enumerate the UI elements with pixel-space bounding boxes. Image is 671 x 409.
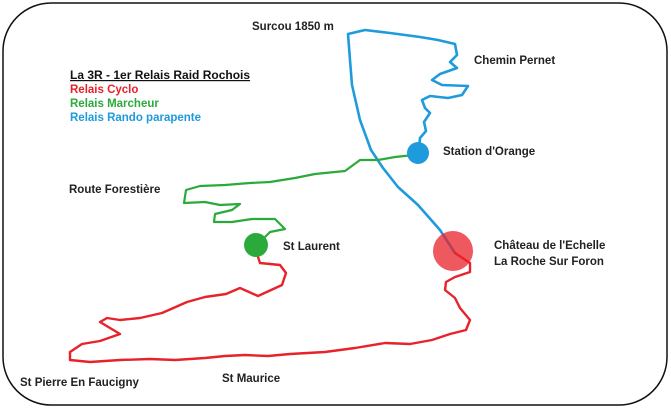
chateau-marker <box>433 231 473 271</box>
label-station-orange: Station d'Orange <box>443 146 535 158</box>
legend-item-cyclo: Relais Cyclo <box>70 84 138 96</box>
label-st-laurent: St Laurent <box>283 241 340 253</box>
legend-item-parapente: Relais Rando parapente <box>70 112 201 124</box>
label-chemin-pernet: Chemin Pernet <box>474 55 555 67</box>
parapente-route <box>346 28 470 255</box>
legend-title: La 3R - 1er Relais Raid Rochois <box>70 68 250 82</box>
legend-item-marcheur: Relais Marcheur <box>70 98 159 110</box>
label-chateau-line1: Château de l'Echelle <box>494 240 605 252</box>
label-surcou: Surcou 1850 m <box>252 21 334 33</box>
st-laurent-marker <box>244 233 268 257</box>
label-route-forestiere: Route Forestière <box>69 184 160 196</box>
marcheur-route <box>182 153 416 248</box>
label-st-maurice: St Maurice <box>222 373 280 385</box>
label-chateau-line2: La Roche Sur Foron <box>494 256 604 268</box>
cyclo-route <box>68 246 472 364</box>
label-st-pierre: St Pierre En Faucigny <box>20 377 139 389</box>
station-orange-marker <box>407 142 429 164</box>
